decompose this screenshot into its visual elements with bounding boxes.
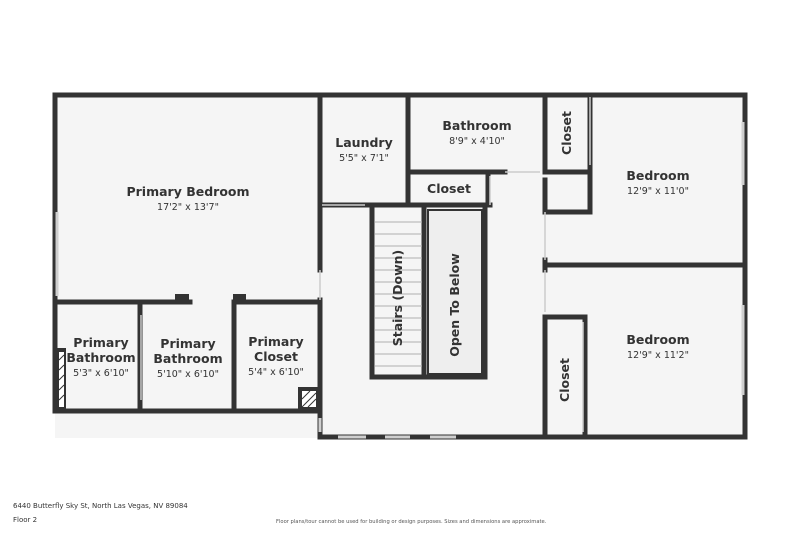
primary-bathroom-2-label-line2: Bathroom (153, 351, 222, 366)
primary-bathroom-2-label-line1: Primary (160, 336, 215, 351)
closet-bottom-label: Closet (557, 358, 572, 402)
primary-closet-label-line1: Primary (248, 334, 303, 349)
primary-bathroom-1-label-line1: Primary (73, 335, 128, 350)
stairs-label: Stairs (Down) (390, 250, 405, 347)
laundry-dims: 5'5" x 7'1" (339, 153, 389, 164)
primary-closet-dims: 5'4" x 6'10" (248, 367, 304, 378)
stair-treads (375, 221, 422, 367)
open-to-below-area (427, 209, 483, 375)
door-openings (140, 97, 591, 432)
floor-label: Floor 2 (13, 516, 38, 524)
property-address: 6440 Butterfly Sky St, North Las Vegas, … (13, 502, 188, 510)
primary-bathroom-1-label-line2: Bathroom (66, 350, 135, 365)
primary-bedroom-dims: 17'2" x 13'7" (157, 202, 219, 213)
bedroom-1-label: Bedroom (626, 168, 689, 183)
primary-bathroom-1-dims: 5'3" x 6'10" (73, 368, 129, 379)
bedroom-1-dims: 12'9" x 11'0" (627, 186, 689, 197)
primary-bathroom-2-dims: 5'10" x 6'10" (157, 369, 219, 380)
primary-closet-label-line2: Closet (254, 349, 298, 364)
primary-bedroom-label: Primary Bedroom (126, 184, 249, 199)
bathroom-label: Bathroom (442, 118, 511, 133)
bedroom-2-dims: 12'9" x 11'2" (627, 350, 689, 361)
bathroom-dims: 8'9" x 4'10" (449, 136, 505, 147)
hatch-marks (58, 352, 318, 409)
disclaimer-text: Floor plans/tour cannot be used for buil… (276, 519, 547, 525)
laundry-label: Laundry (335, 135, 392, 150)
bedroom-2-label: Bedroom (626, 332, 689, 347)
open-to-below-label: Open To Below (447, 253, 462, 357)
windows (55, 122, 745, 439)
closet-top-label: Closet (559, 111, 574, 155)
closet-hall-label: Closet (427, 181, 471, 196)
